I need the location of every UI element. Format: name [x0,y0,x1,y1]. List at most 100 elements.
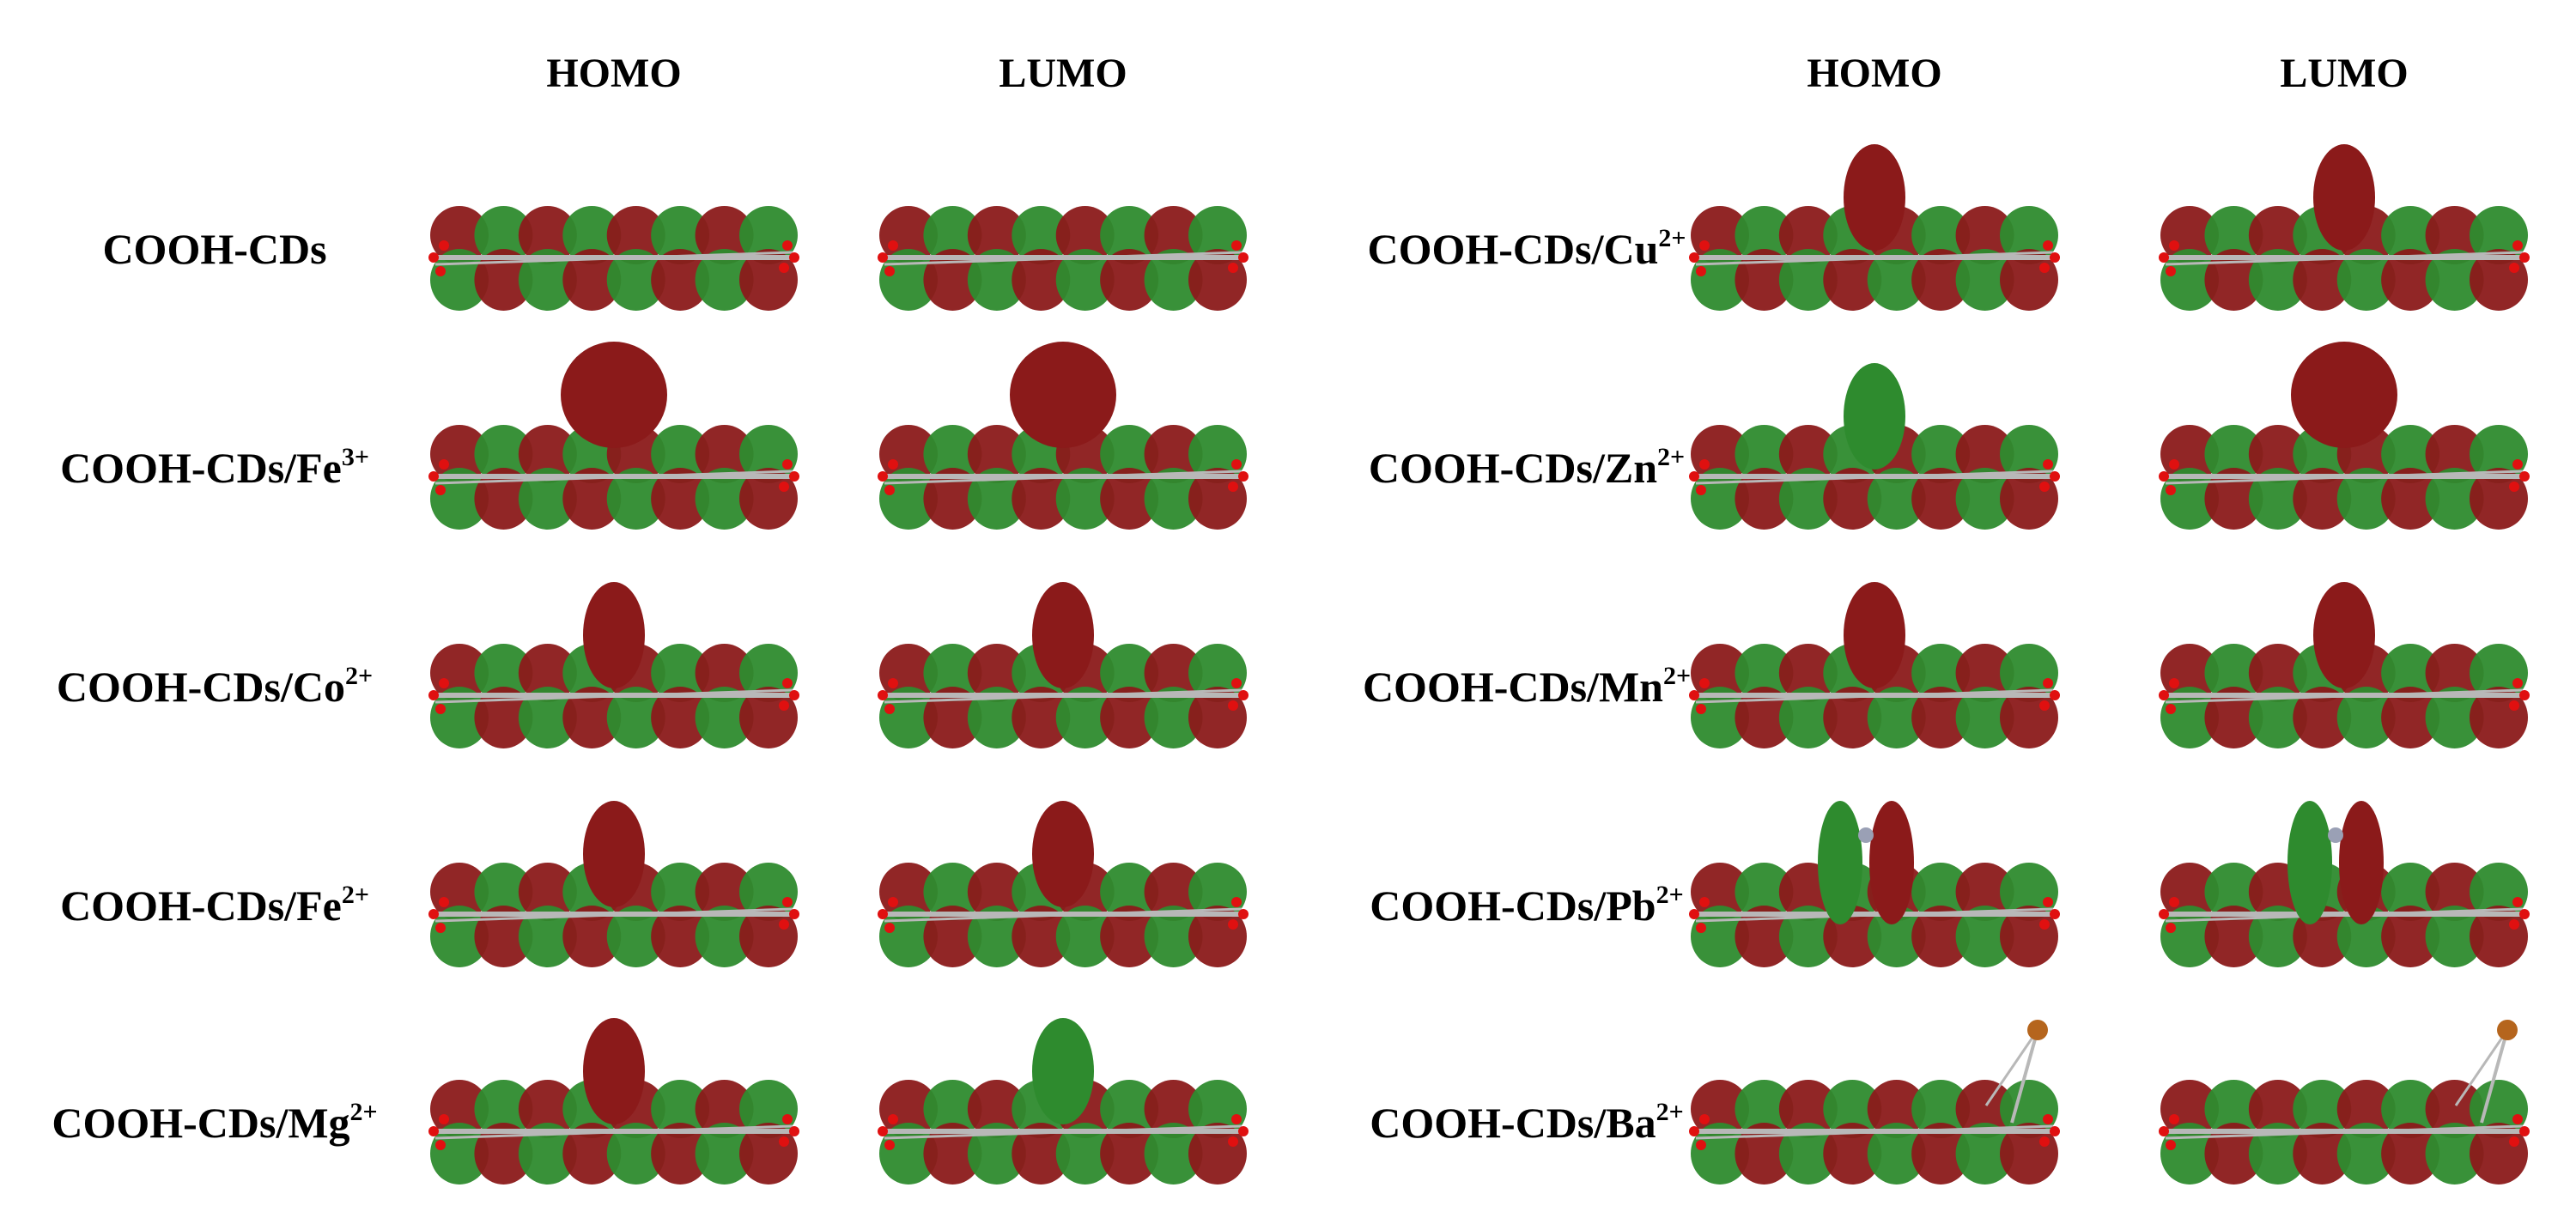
orbital-lobe-lower [651,906,710,967]
lumo-orbital-image [874,1018,1252,1221]
orbital-lobe-lower [1144,687,1203,748]
orbital-lobe-lower [1055,687,1115,748]
orbital-lobe-lower [2336,468,2396,530]
oxygen-atom [439,678,449,688]
oxygen-atom [1231,459,1242,470]
orbital-lobe-upper [2425,206,2484,264]
barium-atom [2497,1020,2518,1040]
orbital-lobe-lower [2293,1123,2352,1185]
orbital-lobe-lower [1100,249,1159,311]
orbital-lobe-lower [1867,687,1926,748]
oxygen-atom [1689,1126,1699,1136]
orbital-lobe-lower [2204,1123,2263,1185]
orbital-lobe-lower [2204,249,2263,311]
row-label: COOH-CDs/Fe2+ [60,881,369,930]
oxygen-atom [1696,1140,1706,1150]
orbital-lobe-lower [2425,687,2484,748]
ion-charge: 2+ [341,881,369,909]
orbital-lobe-upper [695,644,754,702]
oxygen-atom [779,919,789,930]
orbital-lobe-lower [2248,687,2307,748]
orbital-lobe-lower [1911,906,1971,967]
oxygen-atom [779,482,789,492]
oxygen-atom [1228,919,1238,930]
metal-orbital-lobe [2287,801,2332,924]
oxygen-atom [878,909,888,919]
orbital-lobe-upper [2000,644,2058,702]
lumo-orbital-image [874,801,1252,1004]
oxygen-atom [2050,1126,2060,1136]
orbital-lobe-lower [651,468,710,530]
orbital-lobe-upper [2425,1080,2484,1138]
orbital-lobe-lower [1955,468,2014,530]
orbital-lobe-lower [1055,1123,1115,1185]
orbital-lobe-upper [1144,644,1203,702]
orbital-lobe-upper [1100,206,1159,264]
oxygen-atom [1699,897,1710,907]
column-header-right-lumo: LUMO [2280,51,2409,96]
orbital-lobe-lower [1867,906,1926,967]
orbital-lobe-upper [1144,863,1203,921]
orbital-lobe-upper [1911,425,1971,483]
orbital-lobe-upper [967,644,1026,702]
oxygen-atom [1696,485,1706,495]
row-label: COOH-CDs/Mg2+ [52,1098,377,1148]
oxygen-atom [779,700,789,711]
orbital-lobe-lower [2336,687,2396,748]
oxygen-atom [1699,459,1710,470]
oxygen-atom [878,471,888,482]
oxygen-atom [1689,471,1699,482]
orbital-lobe-lower [1911,468,1971,530]
oxygen-atom [2509,919,2519,930]
orbital-lobe-upper [739,644,798,702]
orbital-lobe-upper [474,863,533,921]
orbital-lobe-upper [474,425,533,483]
oxygen-atom [2509,263,2519,273]
oxygen-atom [2512,240,2523,251]
orbital-lobe-upper [923,425,982,483]
orbital-lobe-upper [474,1080,533,1138]
ion-charge: 2+ [1656,881,1684,909]
orbital-lobe-lower [651,687,710,748]
metal-orbital-lobe [1032,801,1094,907]
orbital-lobe-upper [739,425,798,483]
oxygen-atom [2169,240,2179,251]
oxygen-atom [779,1136,789,1147]
oxygen-atom [2043,897,2053,907]
oxygen-atom [2512,897,2523,907]
row-label: COOH-CDs/Zn2+ [1369,443,1685,493]
homo-orbital-image [1686,801,2063,1004]
oxygen-atom [884,704,895,714]
orbital-lobe-lower [518,249,577,311]
orbital-lobe-lower [1867,1123,1926,1185]
orbital-lobe-lower [1867,468,1926,530]
orbital-lobe-lower [1955,687,2014,748]
lumo-orbital-image [2155,801,2533,1004]
orbital-lobe-lower [1823,687,1882,748]
orbital-lobe-lower [651,249,710,311]
orbital-lobe-upper [2425,863,2484,921]
oxygen-atom [2519,909,2530,919]
orbital-lobe-upper [651,863,710,921]
ion-charge: 2+ [1657,443,1686,471]
orbital-lobe-lower [562,468,622,530]
orbital-lobe-lower [1100,1123,1159,1185]
oxygen-atom [439,459,449,470]
orbital-lobe-lower [2204,906,2263,967]
metal-orbital-lobe [1869,801,1914,924]
orbital-lobe-lower [474,906,533,967]
lumo-orbital-image [874,582,1252,785]
oxygen-atom [1231,240,1242,251]
orbital-lobe-upper [518,425,577,483]
metal-orbital-lobe [1844,363,1905,470]
orbital-lobe-lower [1867,249,1926,311]
orbital-lobe-lower [1778,906,1838,967]
oxygen-atom [779,263,789,273]
orbital-lobe-upper [606,206,665,264]
oxygen-atom [782,678,793,688]
orbital-lobe-lower [1055,906,1115,967]
oxygen-atom [884,266,895,276]
orbital-lobe-upper [1778,644,1838,702]
metal-orbital-lobe [2339,801,2384,924]
oxygen-atom [2159,471,2169,482]
